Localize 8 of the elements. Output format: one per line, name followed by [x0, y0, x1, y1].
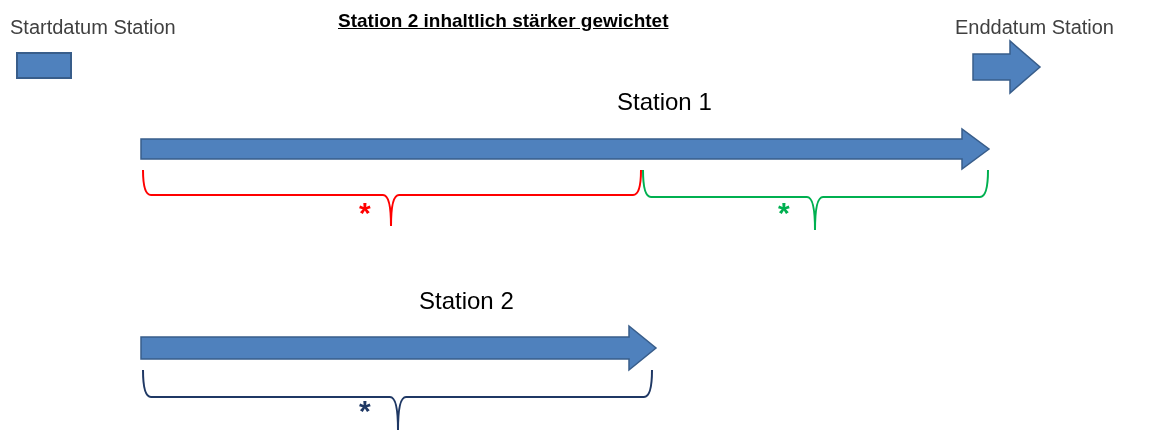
station-label: Station 2 [419, 287, 514, 315]
asterisk-mark: * [359, 198, 371, 228]
legend-label: Startdatum Station [10, 16, 176, 39]
station-label: Station 1 [617, 88, 712, 116]
asterisk-mark: * [359, 396, 371, 426]
legend-label: Enddatum Station [955, 16, 1114, 39]
diagram-title: Station 2 inhaltlich stärker gewichtet [338, 10, 669, 32]
asterisk-mark: * [778, 198, 790, 228]
